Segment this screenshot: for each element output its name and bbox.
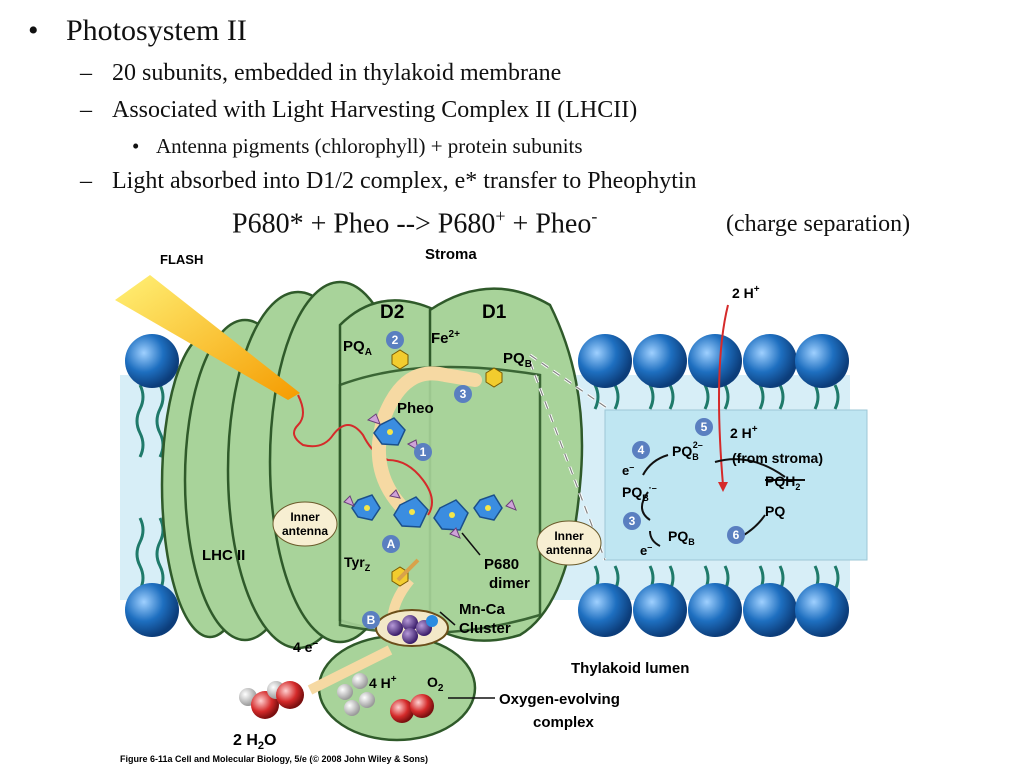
inner-antenna-right-l1: Inner [554, 529, 584, 543]
inset-2h-label: 2 H+ [730, 424, 758, 441]
svg-text:3: 3 [460, 387, 467, 401]
oxygen-molecule [390, 694, 434, 723]
e-minus-label-top: e– [622, 462, 634, 478]
sub-bullet-text: 20 subunits, embedded in thylakoid membr… [112, 60, 562, 86]
d2-label: D2 [380, 302, 404, 323]
svg-text:3: 3 [629, 514, 636, 528]
proton-spheres [337, 673, 375, 716]
sub-bullet-lhcii: – Associated with Light Harvesting Compl… [80, 97, 638, 124]
four-h-label: 4 H+ [369, 674, 397, 691]
equation-part: + Pheo [505, 208, 592, 240]
sub-bullet-text: Light absorbed into D1/2 complex, e* tra… [112, 168, 697, 194]
step-markers [362, 331, 745, 629]
water-molecules [239, 681, 304, 719]
charge-separation-equation: P680* + Pheo --> P680+ + Pheo- [232, 206, 597, 240]
flash-label: FLASH [160, 252, 203, 267]
membrane-beads-top [125, 334, 849, 388]
d1-label: D1 [482, 302, 507, 323]
equation-superscript: + [495, 206, 506, 226]
p680-label-l1: P680 [484, 556, 519, 573]
svg-text:B: B [367, 613, 376, 627]
svg-text:6: 6 [733, 528, 740, 542]
oec-label-l1: Oxygen-evolving [499, 691, 620, 708]
pqb-label: PQB [503, 350, 532, 370]
lhc-ii-label: LHC II [202, 547, 245, 564]
pigment-centers [364, 429, 491, 518]
step-numbers: 1 2 3 4 5 6 A B 3 [367, 333, 740, 627]
figure-caption: Figure 6-11a Cell and Molecular Biology,… [120, 754, 428, 764]
dash: – [80, 168, 92, 194]
top-2h-label: 2 H+ [732, 284, 760, 301]
fe-label: Fe2+ [431, 329, 460, 347]
mnca-label-l2: Cluster [459, 620, 511, 637]
pqb2-label: PQB2– [672, 440, 703, 462]
inset-from-stroma: (from stroma) [732, 450, 823, 466]
leader-lines [439, 532, 495, 699]
svg-text:A: A [387, 537, 396, 551]
svg-text:1: 1 [420, 445, 427, 459]
inner-antenna-bubble-left [272, 501, 338, 547]
membrane-beads-bottom [125, 583, 849, 637]
dash: – [80, 97, 92, 123]
equation-part: P680* + Pheo --> P680 [232, 208, 496, 240]
oec-label-l2: complex [533, 714, 595, 731]
pqa-label: PQA [343, 338, 372, 358]
inner-antenna-right-l2: antenna [546, 543, 592, 557]
mnca-label-l1: Mn-Ca [459, 601, 505, 618]
electron-path-arrow [371, 366, 482, 522]
sub-sub-bullet-text: Antenna pigments (chlorophyll) + protein… [156, 134, 583, 158]
h2o-label: 2 H2O [233, 732, 276, 752]
pqb-hexagon [485, 367, 503, 388]
tyrz-label: TyrZ [344, 554, 371, 573]
e-minus-label-bottom: e– [640, 542, 652, 558]
sub-bullet-text: Associated with Light Harvesting Complex… [112, 97, 638, 123]
four-e-label: 4 e– [293, 638, 318, 655]
inner-antenna-left-l2: antenna [282, 524, 328, 538]
pqb-radical-label: PQB·– [622, 483, 657, 503]
flash-beam [115, 275, 300, 400]
equation-note: (charge separation) [726, 211, 911, 237]
sub-bullet-light-absorbed: – Light absorbed into D1/2 complex, e* t… [80, 168, 697, 195]
p680-label-l2: dimer [489, 575, 530, 592]
svg-text:5: 5 [701, 420, 708, 434]
svg-text:2: 2 [392, 333, 399, 347]
bullet-text: Photosystem II [66, 14, 247, 47]
bullet-dot: • [132, 134, 140, 158]
pqa-hexagon [391, 349, 409, 370]
excitation-path [293, 394, 433, 516]
tyrz-arrow [396, 558, 420, 582]
stroma-label: Stroma [425, 246, 477, 263]
proton-uptake-arrow [718, 304, 729, 486]
inner-antenna-left-l1: Inner [290, 510, 320, 524]
sub-sub-bullet-antenna: • Antenna pigments (chlorophyll) + prote… [132, 134, 583, 159]
mn-ca-atoms [387, 615, 438, 644]
equation-superscript: - [591, 206, 598, 226]
bullet-dot: • [28, 14, 39, 47]
svg-text:4: 4 [638, 443, 645, 457]
thylakoid-lumen-label: Thylakoid lumen [571, 660, 689, 677]
o2-label: O2 [427, 674, 444, 694]
pheo-label: Pheo [397, 400, 434, 417]
pqb-low-label: PQB [668, 528, 695, 547]
pq-label: PQ [765, 503, 785, 519]
sub-bullet-subunits: – 20 subunits, embedded in thylakoid mem… [80, 60, 562, 87]
dash: – [80, 60, 92, 86]
inner-antenna-bubble-right [536, 520, 602, 566]
electron-path-h2o [307, 645, 393, 695]
pqh2-label: PQH2 [765, 473, 800, 492]
